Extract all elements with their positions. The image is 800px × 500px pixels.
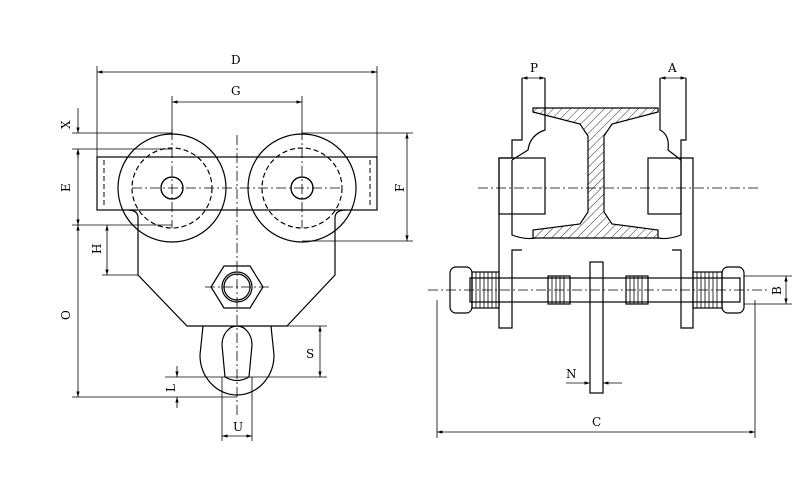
label-g: G xyxy=(231,84,241,98)
label-x: X xyxy=(59,120,73,129)
label-s: S xyxy=(306,347,314,361)
label-b: B xyxy=(770,286,784,295)
center-plate xyxy=(589,261,604,394)
label-a: A xyxy=(667,61,677,75)
label-n: N xyxy=(566,367,577,381)
label-c: C xyxy=(592,415,601,429)
side-view: P A B N C xyxy=(428,61,792,438)
label-o: O xyxy=(59,310,73,320)
label-e: E xyxy=(59,183,73,192)
i-beam xyxy=(532,107,659,239)
front-view: D G xyxy=(59,53,413,441)
label-u: U xyxy=(233,420,243,434)
label-f: F xyxy=(393,184,407,192)
label-h: H xyxy=(90,244,104,254)
label-p: P xyxy=(530,61,538,75)
label-d: D xyxy=(231,53,241,67)
label-l: L xyxy=(164,384,178,392)
